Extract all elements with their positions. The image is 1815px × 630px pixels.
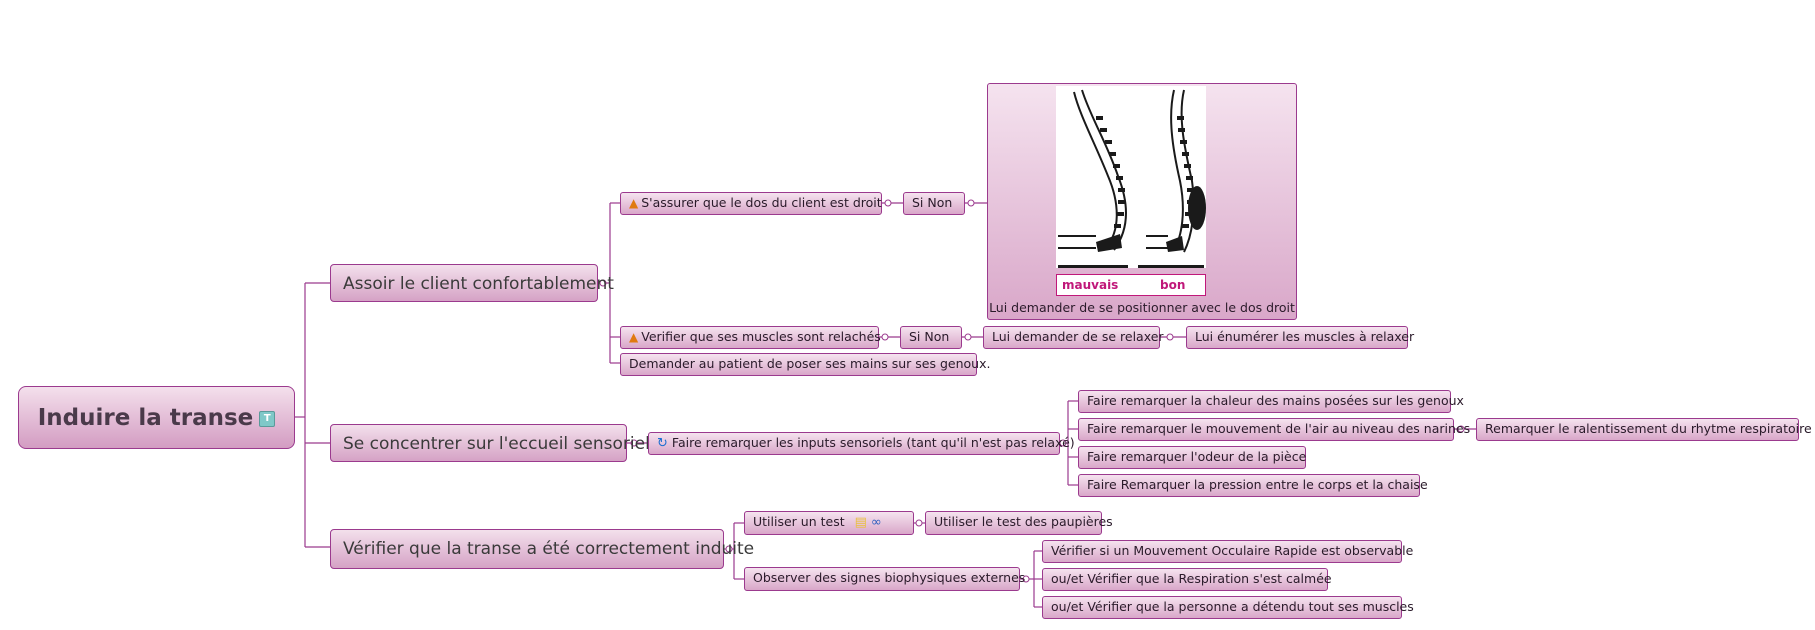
topic-label: S'assurer que le dos du client est droit <box>641 195 882 210</box>
topic-assoir-client[interactable]: Assoir le client confortablement <box>330 264 614 302</box>
topic-breath[interactable]: Remarquer le ralentissement du rhytme re… <box>1476 418 1812 441</box>
topic-heat[interactable]: Faire remarquer la chaleur des mains pos… <box>1078 390 1464 413</box>
topic-label: Lui énumérer les muscles à relaxer <box>1195 329 1415 344</box>
collapse-handle <box>915 519 923 527</box>
topic-label: Remarquer le ralentissement du rhytme re… <box>1485 421 1812 436</box>
topic-verifier-transe[interactable]: Vérifier que la transe a été correctemen… <box>330 529 754 569</box>
collapse-handle <box>1059 439 1067 447</box>
label-mauvais: mauvais <box>1062 278 1118 292</box>
topic-si-non[interactable]: Si Non <box>900 326 962 349</box>
warning-icon: ▲ <box>629 330 639 344</box>
topic-label: Vérifier que la transe a été correctemen… <box>343 539 755 559</box>
topic-label: Faire remarquer les inputs sensoriels (t… <box>671 435 1075 450</box>
topic-label: Faire Remarquer la pression entre le cor… <box>1087 477 1428 492</box>
topic-label: Si Non <box>909 329 950 344</box>
posture-labels: mauvais bon <box>1056 274 1206 296</box>
topic-relax[interactable]: Lui demander de se relaxer <box>983 326 1164 349</box>
topic-badge-icon[interactable]: T <box>259 410 276 427</box>
topic-image-posture[interactable]: mauvais bon Lui demander de se positionn… <box>987 83 1297 320</box>
collapse-handle <box>881 333 889 341</box>
note-icon[interactable]: ▤ <box>854 515 867 530</box>
warning-icon: ▲ <box>629 196 639 210</box>
label-bon: bon <box>1160 278 1185 292</box>
topic-label: Utiliser un test <box>753 514 845 529</box>
topic-label: Si Non <box>912 195 953 210</box>
collapse-handle <box>630 439 638 447</box>
collapse-handle <box>599 279 607 287</box>
topic-label: Utiliser le test des paupières <box>934 514 1113 529</box>
topic-label: Faire remarquer l'odeur de la pièce <box>1087 449 1307 464</box>
topic-label: Se concentrer sur l'eccueil sensoriel <box>343 434 650 454</box>
collapse-handle <box>725 545 733 553</box>
topic-label: Observer des signes biophysiques externe… <box>753 570 1026 585</box>
topic-check-muscles[interactable]: ▲Verifier que ses muscles sont relachés <box>620 326 881 349</box>
collapse-handle <box>967 199 975 207</box>
topic-pressure[interactable]: Faire Remarquer la pression entre le cor… <box>1078 474 1428 497</box>
topic-label: Vérifier si un Mouvement Occulaire Rapid… <box>1051 543 1414 558</box>
topic-air[interactable]: Faire remarquer le mouvement de l'air au… <box>1078 418 1470 441</box>
topic-muscles[interactable]: ou/et Vérifier que la personne a détendu… <box>1042 596 1414 619</box>
root-topic[interactable]: Induire la transe T <box>18 386 295 449</box>
topic-inputs[interactable]: ↻Faire remarquer les inputs sensoriels (… <box>648 432 1075 455</box>
topic-label: ou/et Vérifier que la Respiration s'est … <box>1051 571 1332 586</box>
topic-list-muscles[interactable]: Lui énumérer les muscles à relaxer <box>1186 326 1414 349</box>
topic-label: Faire remarquer le mouvement de l'air au… <box>1087 421 1471 436</box>
topic-label: Lui demander de se relaxer <box>992 329 1164 344</box>
topic-rem[interactable]: Vérifier si un Mouvement Occulaire Rapid… <box>1042 540 1413 563</box>
topic-label: Demander au patient de poser ses mains s… <box>629 356 991 371</box>
topic-label: Assoir le client confortablement <box>343 274 614 294</box>
collapse-handle <box>884 199 892 207</box>
topic-hands[interactable]: Demander au patient de poser ses mains s… <box>620 353 990 376</box>
collapse-handle <box>1166 333 1174 341</box>
image-caption: Lui demander de se positionner avec le d… <box>989 300 1295 315</box>
topic-test-eyelids[interactable]: Utiliser le test des paupières <box>925 511 1113 535</box>
root-topic-label: Induire la transe <box>37 405 254 431</box>
topic-label: Faire remarquer la chaleur des mains pos… <box>1087 393 1464 408</box>
topic-label: Verifier que ses muscles sont relachés <box>641 329 881 344</box>
collapse-handle <box>964 333 972 341</box>
topic-test[interactable]: Utiliser un test ▤∞ <box>744 511 914 535</box>
topic-check-back[interactable]: ▲S'assurer que le dos du client est droi… <box>620 192 882 215</box>
collapse-handle <box>1457 425 1465 433</box>
topic-accueil-sensoriel[interactable]: Se concentrer sur l'eccueil sensoriel <box>330 424 650 462</box>
topic-label: ou/et Vérifier que la personne a détendu… <box>1051 599 1414 614</box>
topic-smell[interactable]: Faire remarquer l'odeur de la pièce <box>1078 446 1306 469</box>
refresh-icon: ↻ <box>657 436 668 451</box>
link-icon[interactable]: ∞ <box>870 515 882 530</box>
topic-signs[interactable]: Observer des signes biophysiques externe… <box>744 567 1025 591</box>
topic-si-non[interactable]: Si Non <box>903 192 965 215</box>
posture-illustration <box>1056 86 1206 268</box>
topic-respiration[interactable]: ou/et Vérifier que la Respiration s'est … <box>1042 568 1332 591</box>
collapse-handle <box>1022 575 1030 583</box>
